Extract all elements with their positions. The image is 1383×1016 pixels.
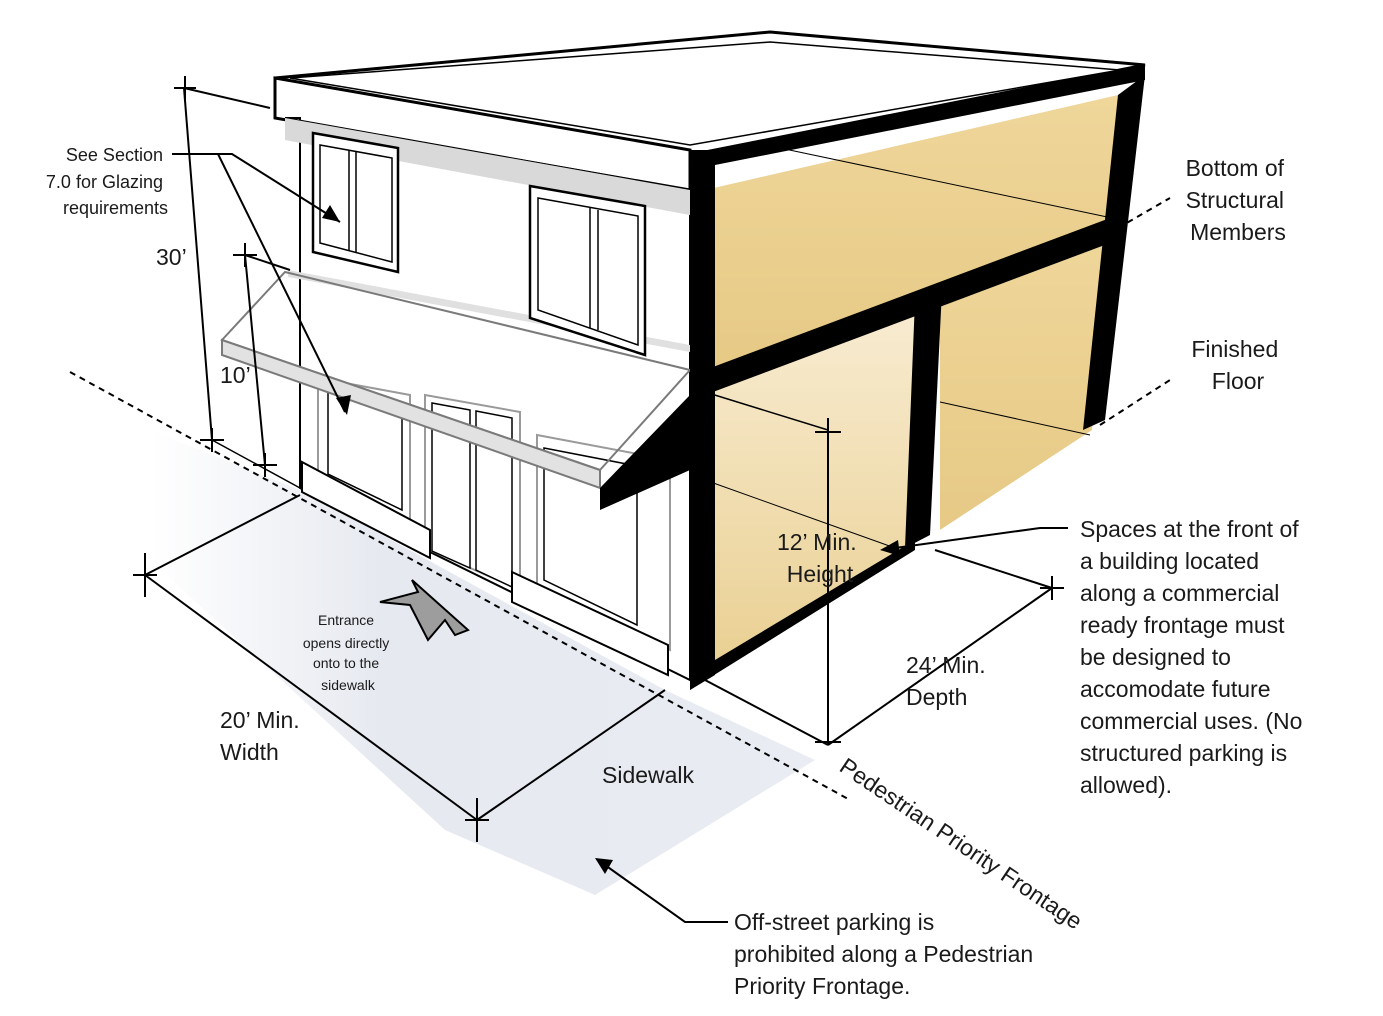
interior-guide	[779, 147, 1113, 219]
frontage-label: Pedestrian Priority Frontage	[835, 753, 1087, 935]
upper-window-right	[528, 184, 647, 357]
middle-column	[905, 290, 942, 548]
front-column	[690, 162, 715, 690]
lower-interior-front	[705, 305, 915, 675]
min-width-label: 20’ Min. Width	[220, 707, 306, 765]
interior-guide	[704, 391, 829, 431]
interior-guide	[704, 479, 896, 549]
glazing-arrowhead-upper	[322, 205, 340, 222]
entrance-arrow-icon	[379, 579, 470, 642]
glazing-arrowhead-lower	[336, 395, 351, 415]
parapet-shadow	[285, 118, 690, 215]
sidewalk-plane	[150, 430, 815, 895]
bottom-structural-label: Bottom of Structural Members	[1186, 155, 1291, 245]
height-30-label: 30’	[156, 244, 187, 270]
min-depth-label: 24’ Min. Depth	[906, 652, 992, 710]
floor-beam	[705, 215, 1118, 395]
height-10-label: 10’	[220, 362, 251, 388]
back-column	[1083, 75, 1145, 430]
frontage-line	[69, 371, 851, 801]
min-height-label: 12’ Min. Height	[777, 529, 863, 587]
dimension-12	[815, 418, 841, 745]
depth-dashed-line	[1099, 379, 1171, 426]
parking-note: Off-street parking is prohibited along a…	[734, 909, 1040, 999]
finished-floor-label: Finished Floor	[1191, 336, 1284, 394]
commercial-note: Spaces at the front of a building locate…	[1080, 516, 1309, 798]
parking-arrowhead	[595, 858, 613, 874]
sidewalk-label: Sidewalk	[602, 762, 695, 788]
dimension-20	[133, 494, 666, 842]
glazing-label: See Section 7.0 for Glazing requirements	[46, 145, 168, 218]
upper-interior	[705, 95, 1118, 370]
roof-edge	[690, 65, 1145, 168]
upper-window-left	[311, 131, 400, 274]
glazing-leaders	[172, 153, 346, 413]
bottom-edge	[690, 540, 915, 690]
interior-guide	[939, 401, 1091, 436]
parking-leader	[604, 864, 728, 923]
dimension-24	[704, 549, 1064, 746]
dimension-10	[233, 243, 291, 477]
commercial-arrowhead	[880, 540, 900, 556]
commercial-leader	[894, 527, 1068, 549]
entrance-label: Entrance opens directly onto to the side…	[303, 612, 393, 693]
lower-interior-back	[940, 233, 1108, 530]
